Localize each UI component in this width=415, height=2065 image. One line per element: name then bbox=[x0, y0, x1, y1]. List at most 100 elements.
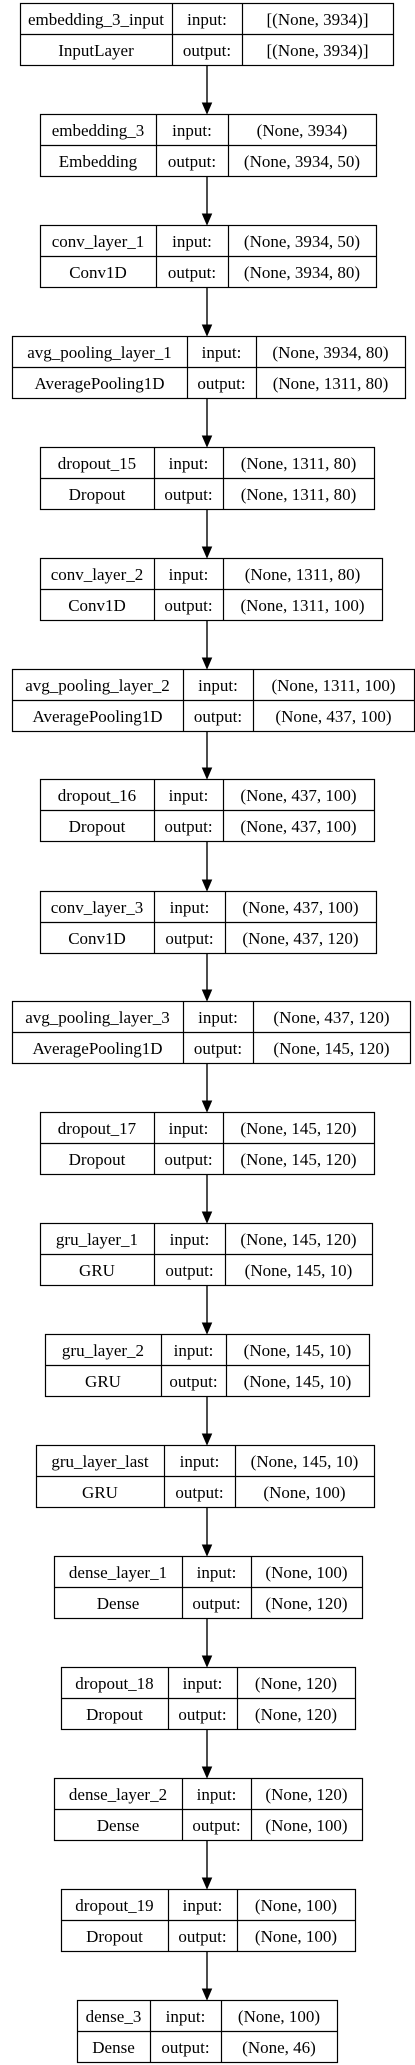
input-label: input: bbox=[180, 1452, 220, 1471]
input-shape: (None, 120) bbox=[255, 1674, 337, 1693]
input-label: input: bbox=[169, 786, 209, 805]
input-label: input: bbox=[169, 565, 209, 584]
layer-name: gru_layer_2 bbox=[62, 1341, 144, 1360]
arrow-head bbox=[201, 102, 213, 115]
layer-type: Dense bbox=[92, 2038, 134, 2057]
output-label: output: bbox=[194, 1039, 242, 1058]
input-shape: (None, 437, 100) bbox=[240, 786, 356, 805]
output-label: output: bbox=[168, 263, 216, 282]
input-shape: (None, 437, 100) bbox=[242, 898, 358, 917]
layer-name: embedding_3_input bbox=[28, 10, 164, 29]
layer-name: avg_pooling_layer_2 bbox=[25, 676, 169, 695]
layer-node-avg-pooling-layer-1: avg_pooling_layer_1AveragePooling1Dinput… bbox=[11, 335, 407, 400]
input-shape: (None, 145, 120) bbox=[240, 1119, 356, 1138]
layer-type: Dense bbox=[97, 1594, 139, 1613]
arrow-head bbox=[201, 879, 213, 892]
output-label: output: bbox=[161, 2038, 209, 2057]
flow-arrow bbox=[201, 1508, 213, 1557]
arrow-head bbox=[201, 324, 213, 337]
flow-arrow bbox=[201, 1619, 213, 1668]
output-shape: (None, 100) bbox=[265, 1816, 347, 1835]
arrow-head bbox=[201, 1544, 213, 1557]
input-shape: (None, 1311, 80) bbox=[241, 454, 357, 473]
input-label: input: bbox=[183, 1896, 223, 1915]
layer-type: GRU bbox=[79, 1261, 115, 1280]
layer-type: Dropout bbox=[69, 817, 126, 836]
arrow-head bbox=[201, 1988, 213, 2001]
output-label: output: bbox=[168, 152, 216, 171]
flow-arrow bbox=[201, 842, 213, 892]
output-shape: (None, 100) bbox=[255, 1927, 337, 1946]
input-shape: (None, 100) bbox=[255, 1896, 337, 1915]
layer-name: dropout_19 bbox=[75, 1896, 153, 1915]
arrow-head bbox=[201, 1877, 213, 1890]
flow-arrow bbox=[201, 399, 213, 448]
output-shape: (None, 1311, 80) bbox=[241, 485, 357, 504]
input-label: input: bbox=[198, 676, 238, 695]
layer-type: Dense bbox=[97, 1816, 139, 1835]
layer-name: avg_pooling_layer_3 bbox=[25, 1008, 169, 1027]
input-label: input: bbox=[169, 1119, 209, 1138]
arrow-head bbox=[201, 1100, 213, 1113]
arrow-head bbox=[201, 657, 213, 670]
output-label: output: bbox=[194, 707, 242, 726]
arrow-head bbox=[201, 546, 213, 559]
flow-arrow bbox=[201, 288, 213, 337]
flow-arrow bbox=[201, 732, 213, 780]
layer-type: GRU bbox=[85, 1372, 121, 1391]
output-shape: (None, 1311, 100) bbox=[240, 596, 364, 615]
layer-type: Dropout bbox=[86, 1705, 143, 1724]
input-label: input: bbox=[197, 1785, 237, 1804]
output-shape: (None, 145, 120) bbox=[273, 1039, 389, 1058]
output-shape: (None, 145, 10) bbox=[244, 1372, 352, 1391]
output-label: output: bbox=[164, 485, 212, 504]
output-shape: (None, 145, 120) bbox=[240, 1150, 356, 1169]
layer-type: Conv1D bbox=[69, 263, 127, 282]
layer-type: Conv1D bbox=[68, 596, 126, 615]
flow-arrow bbox=[201, 1841, 213, 1890]
layer-node-embedding-3: embedding_3Embeddinginput:output:(None, … bbox=[39, 113, 378, 178]
layer-name: conv_layer_2 bbox=[51, 565, 144, 584]
layer-type: Conv1D bbox=[68, 929, 126, 948]
layer-name: conv_layer_1 bbox=[52, 232, 145, 251]
input-shape: (None, 120) bbox=[265, 1785, 347, 1804]
output-shape: (None, 437, 120) bbox=[242, 929, 358, 948]
layer-name: gru_layer_1 bbox=[56, 1230, 138, 1249]
layer-name: embedding_3 bbox=[52, 121, 145, 140]
input-shape: (None, 437, 120) bbox=[273, 1008, 389, 1027]
flow-arrow bbox=[201, 1064, 213, 1113]
layer-type: Dropout bbox=[69, 1150, 126, 1169]
flow-arrow bbox=[201, 510, 213, 559]
arrow-head bbox=[201, 989, 213, 1002]
layer-type: AveragePooling1D bbox=[33, 707, 163, 726]
flow-arrow bbox=[201, 1730, 213, 1779]
layer-name: dropout_18 bbox=[75, 1674, 153, 1693]
input-shape: (None, 3934) bbox=[257, 121, 348, 140]
input-shape: (None, 3934, 50) bbox=[244, 232, 360, 251]
layer-name: dense_layer_1 bbox=[69, 1563, 167, 1582]
input-label: input: bbox=[174, 1341, 214, 1360]
input-label: input: bbox=[170, 1230, 210, 1249]
layer-type: Embedding bbox=[59, 152, 138, 171]
layer-name: gru_layer_last bbox=[51, 1452, 149, 1471]
input-shape: (None, 1311, 80) bbox=[245, 565, 361, 584]
output-shape: (None, 3934, 80) bbox=[244, 263, 360, 282]
layer-name: dropout_15 bbox=[58, 454, 136, 473]
input-shape: (None, 100) bbox=[238, 2007, 320, 2026]
arrow-head bbox=[201, 1655, 213, 1668]
input-shape: [(None, 3934)] bbox=[267, 10, 369, 29]
output-shape: [(None, 3934)] bbox=[267, 41, 369, 60]
flow-arrow bbox=[201, 954, 213, 1002]
output-shape: (None, 437, 100) bbox=[240, 817, 356, 836]
flow-arrow bbox=[201, 177, 213, 226]
input-shape: (None, 3934, 80) bbox=[272, 343, 388, 362]
